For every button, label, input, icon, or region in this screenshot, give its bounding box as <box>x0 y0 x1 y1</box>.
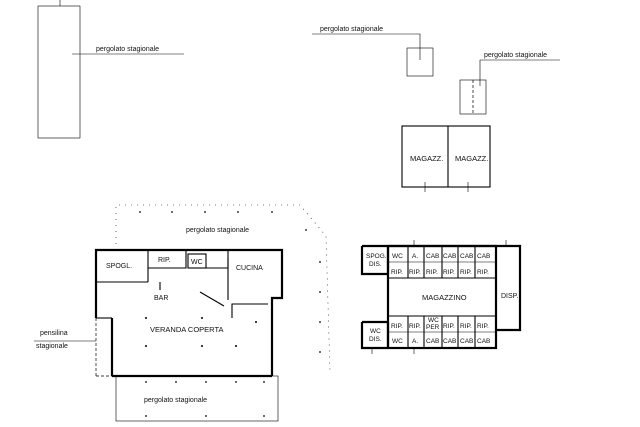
room-magazzino: MAGAZZINO <box>422 293 467 302</box>
pergola-label-lower: pergolato stagionale <box>144 397 207 404</box>
room-wc-dis: WC <box>370 328 381 335</box>
pergola-label-top-right-a: pergolato stagionale <box>320 26 383 33</box>
cell-top-cab-1: CAB <box>426 253 439 260</box>
cell-top-cab-2: CAB <box>443 253 456 260</box>
cell-wc-bottom: WC <box>428 317 439 324</box>
cell-top-a: A. <box>412 253 418 260</box>
cell-bottom-a: A. <box>412 338 418 345</box>
cell-rip-bottom-2: RIP. <box>409 323 421 330</box>
pergola-top-left: pergolato stagionale <box>37 0 184 139</box>
cell-top-wc: WC <box>392 253 403 260</box>
room-cucina: CUCINA <box>236 265 263 272</box>
cell-top-cab-4: CAB <box>477 253 490 260</box>
pergola-label-top-left: pergolato stagionale <box>96 46 159 53</box>
cell-rip-top-3: RIP. <box>426 269 438 276</box>
room-bar: BAR <box>154 295 168 302</box>
cell-bottom-cab-1: CAB <box>426 338 439 345</box>
changing-rooms-building: SPOG. DIS. WC DIS. WC A. CAB CAB CAB CAB… <box>360 240 522 354</box>
cell-rip-top-4: RIP. <box>443 269 455 276</box>
cell-rip-top-2: RIP. <box>409 269 421 276</box>
lower-pergola-posts <box>145 381 265 417</box>
cell-rip-top-5: RIP. <box>460 269 472 276</box>
veranda-posts <box>145 317 257 347</box>
room-spogl: SPOGL. <box>106 263 132 270</box>
room-veranda-coperta: VERANDA COPERTA <box>150 325 224 334</box>
main-building: pergolato stagionale SPOGL. RIP. WC CUCI… <box>34 204 331 422</box>
upper-pergola-posts <box>139 211 321 353</box>
pensilina-label-line2: stagionale <box>36 343 68 350</box>
cell-rip-bottom-5: RIP. <box>460 323 472 330</box>
room-disp: DISP. <box>501 293 518 300</box>
cell-bottom-cab-3: CAB <box>460 338 473 345</box>
cell-rip-bottom-4: RIP. <box>443 323 455 330</box>
pergola-label-upper: pergolato stagionale <box>186 227 249 234</box>
cell-rip-top-1: RIP. <box>391 269 403 276</box>
pensilina-label-line1: pensilina <box>40 330 68 337</box>
cell-top-cab-3: CAB <box>460 253 473 260</box>
cell-rip-bottom-6: RIP. <box>477 323 489 330</box>
pergola-label-top-right-b: pergolato stagionale <box>484 52 547 59</box>
room-wc-main: WC <box>191 259 203 266</box>
room-magazz-right: MAGAZZ. <box>455 154 488 163</box>
room-spog: SPOG. <box>366 253 387 260</box>
room-magazz-left: MAGAZZ. <box>410 154 443 163</box>
cell-bottom-cab-4: CAB <box>477 338 490 345</box>
cell-bottom-wc: WC <box>392 338 403 345</box>
cell-per-bottom: PER <box>426 324 440 331</box>
room-spog-dis: DIS. <box>369 261 382 268</box>
room-wc-dis-2: DIS. <box>369 336 382 343</box>
cell-rip-top-6: RIP. <box>477 269 489 276</box>
room-rip-main: RIP. <box>158 257 171 264</box>
pergola-top-right: pergolato stagionale pergolato stagional… <box>312 26 560 115</box>
storage-buildings: MAGAZZ. MAGAZZ. <box>401 125 491 192</box>
cell-rip-bottom-1: RIP. <box>391 323 403 330</box>
cell-bottom-cab-2: CAB <box>443 338 456 345</box>
